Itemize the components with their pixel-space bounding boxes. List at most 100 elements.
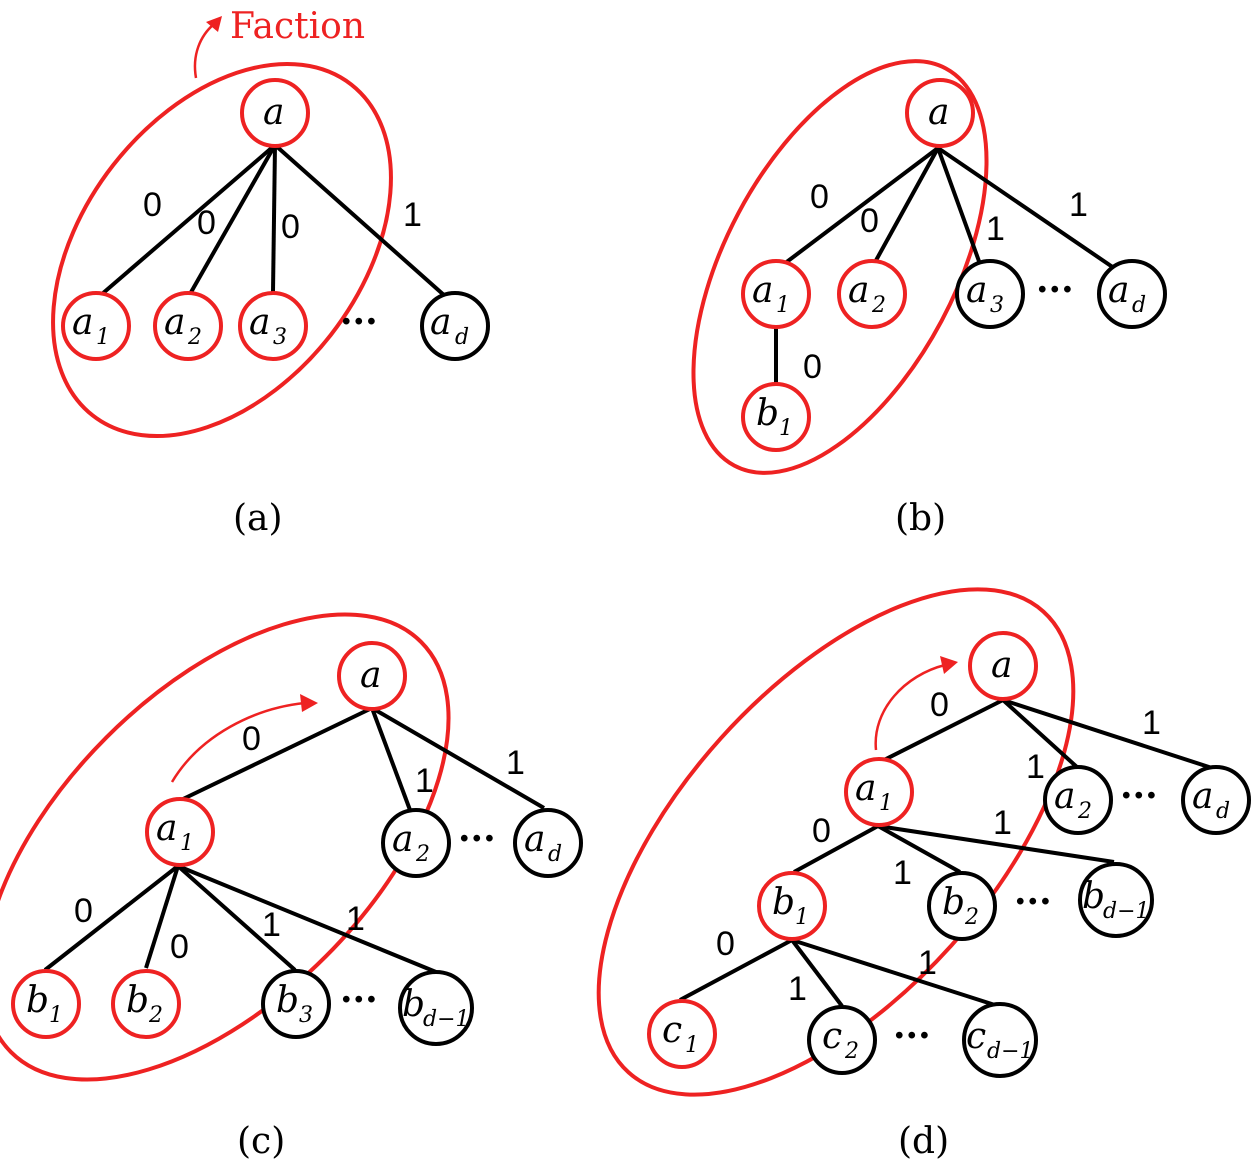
edge-label: 0 [74, 892, 93, 930]
svg-text:a: a [360, 655, 381, 696]
node-a1: a 1 [145, 797, 215, 867]
faction-ellipse [691, 59, 989, 475]
tree-edge [793, 824, 879, 874]
svg-text:1: 1 [180, 831, 194, 856]
panel-c: 0 1 1 0 0 1 1 a a 1 a 2 ··· a d b 1 [0, 612, 583, 1162]
ellipsis-dots: ··· [1120, 775, 1158, 817]
tree-edge [177, 864, 437, 974]
tree-edge [93, 143, 277, 302]
tree-edge [271, 144, 277, 293]
edge-label: 1 [262, 906, 281, 944]
svg-text:b: b [402, 984, 425, 1025]
svg-text:2: 2 [1077, 799, 1092, 824]
tree-edge [370, 706, 546, 810]
svg-text:2: 2 [148, 1003, 163, 1028]
promotion-arrow [874, 663, 946, 751]
edge-label: 1 [403, 196, 422, 234]
caption: (d) [898, 1121, 949, 1162]
panel-a: Faction 0 0 0 1 a a 1 a 2 a 3 ··· [51, 6, 490, 539]
node-bd1: b d−1 [1078, 862, 1154, 938]
promotion-arrow [170, 701, 306, 783]
svg-text:d−1: d−1 [1103, 899, 1150, 924]
node-ad: a d [420, 291, 490, 361]
node-ad: a d [513, 808, 583, 878]
svg-text:2: 2 [187, 325, 202, 350]
tree-edge [43, 864, 180, 972]
edge-label: 0 [242, 720, 261, 758]
ellipsis-dots: ··· [1036, 269, 1074, 311]
tree-edge [936, 147, 982, 265]
svg-text:d: d [1132, 293, 1146, 318]
node-cd1: c d−1 [962, 1002, 1038, 1078]
tree-edge [877, 824, 1115, 864]
node-a: a [968, 631, 1038, 701]
svg-text:d: d [1216, 799, 1230, 824]
ellipsis-dots: ··· [458, 818, 496, 860]
svg-text:a: a [72, 302, 93, 343]
svg-text:2: 2 [415, 842, 430, 867]
edge-label: 0 [716, 925, 735, 963]
svg-text:a: a [1192, 776, 1213, 817]
tree-edge [180, 706, 373, 802]
node-a2: a 2 [837, 259, 907, 329]
ellipsis-dots: ··· [1014, 881, 1052, 923]
svg-text:d−1: d−1 [987, 1039, 1034, 1064]
svg-text:a: a [966, 270, 987, 311]
node-a: a [905, 78, 975, 148]
panel-b: 0 0 1 1 0 a a 1 a 2 a 3 ··· a d [691, 59, 1167, 539]
svg-text:a: a [156, 808, 177, 849]
node-a1: a 1 [844, 757, 914, 827]
svg-text:1: 1 [879, 791, 893, 816]
edge-label: 0 [197, 204, 216, 242]
svg-text:1: 1 [96, 325, 110, 350]
ellipsis-dots: ··· [340, 979, 378, 1021]
ellipsis-dots: ··· [340, 301, 378, 343]
svg-text:a: a [752, 270, 773, 311]
svg-text:b: b [126, 980, 149, 1021]
ellipsis-dots: ··· [893, 1015, 931, 1057]
node-c1: c 1 [647, 999, 717, 1069]
svg-text:1: 1 [779, 416, 793, 441]
svg-text:d: d [455, 325, 469, 350]
edge-label: 1 [788, 970, 807, 1008]
node-a3: a 3 [238, 291, 308, 361]
tree-edge [1001, 698, 1080, 770]
svg-text:a: a [392, 819, 413, 860]
edge-label: 1 [986, 210, 1005, 248]
node-b1: b 1 [757, 871, 827, 941]
node-a2: a 2 [153, 291, 223, 361]
svg-text:a: a [263, 92, 284, 133]
faction-arrow-head [206, 16, 222, 32]
node-bd1: b d−1 [398, 970, 474, 1046]
edge-label: 1 [415, 762, 434, 800]
svg-text:b: b [26, 980, 49, 1021]
tree-edge [879, 698, 1004, 764]
tree-edge [273, 143, 447, 298]
svg-text:2: 2 [871, 293, 886, 318]
tree-edge [176, 864, 297, 972]
svg-text:3: 3 [299, 1003, 313, 1028]
edge-label: 1 [1142, 704, 1161, 742]
node-a1: a 1 [741, 259, 811, 329]
faction-arrow [193, 23, 215, 79]
edge-label: 0 [170, 928, 189, 966]
promotion-arrow-head [300, 694, 318, 712]
node-a2: a 2 [1043, 765, 1113, 835]
tree-edge [790, 938, 844, 1008]
node-b1: b 1 [11, 969, 81, 1039]
svg-text:b: b [1082, 876, 1105, 917]
tree-edge [679, 938, 793, 1002]
svg-text:d: d [548, 842, 562, 867]
tree-edge [791, 938, 999, 1008]
edge-label: 1 [346, 900, 365, 938]
edge-label: 1 [506, 744, 525, 782]
svg-text:b: b [756, 393, 779, 434]
node-c2: c 2 [807, 1005, 877, 1075]
tree-edge [774, 146, 940, 272]
svg-text:2: 2 [844, 1039, 859, 1064]
svg-text:c: c [966, 1016, 986, 1057]
edge-label: 0 [930, 686, 949, 724]
svg-text:1: 1 [685, 1033, 699, 1058]
svg-text:a: a [249, 302, 270, 343]
